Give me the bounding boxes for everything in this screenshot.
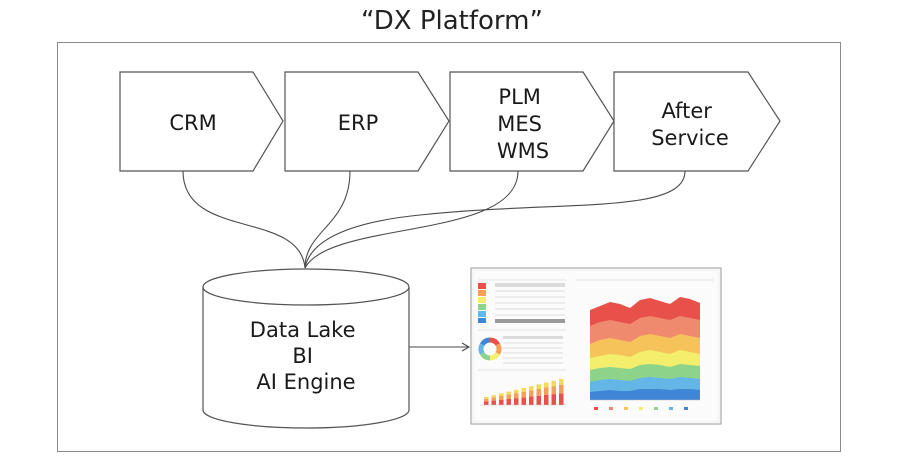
connector-crm bbox=[182, 170, 306, 269]
data-lake-cylinder: Data Lake BI AI Engine bbox=[202, 268, 410, 429]
donut-segment bbox=[478, 343, 485, 355]
bar-segment bbox=[559, 379, 564, 385]
bar-segment bbox=[559, 393, 564, 405]
donut-segment bbox=[480, 351, 491, 361]
bar-segment bbox=[484, 398, 489, 402]
connector-erp bbox=[304, 170, 351, 269]
bar-segment bbox=[484, 401, 489, 405]
diagram-title: “DX Platform” bbox=[361, 6, 543, 36]
process-step-plm-mes-wms: PLM MES WMS bbox=[449, 71, 615, 172]
bar-segment bbox=[491, 397, 496, 401]
process-step-after-service: After Service bbox=[613, 71, 781, 172]
bar-segment bbox=[521, 388, 526, 392]
connector-plm bbox=[304, 170, 519, 269]
platform-frame bbox=[57, 42, 841, 452]
data-lake-label: Data Lake BI AI Engine bbox=[250, 318, 362, 394]
donut-widget bbox=[478, 329, 566, 364]
bar-segment bbox=[536, 384, 541, 389]
legend-swatch bbox=[669, 407, 673, 410]
report-table-widget bbox=[478, 279, 566, 323]
bar-segment bbox=[559, 384, 564, 394]
bar-segment bbox=[499, 395, 504, 400]
bar-segment bbox=[514, 389, 519, 394]
bar-segment bbox=[499, 399, 504, 405]
bar-segment bbox=[499, 393, 504, 396]
connector-after-service bbox=[304, 170, 686, 269]
bar-segment bbox=[536, 388, 541, 396]
process-step-erp: ERP bbox=[284, 71, 450, 172]
legend-swatch bbox=[639, 407, 643, 410]
area-band bbox=[590, 389, 700, 400]
bar-segment bbox=[544, 387, 549, 395]
bar-segment bbox=[529, 396, 534, 405]
bar-segment bbox=[551, 394, 556, 405]
process-step-label: PLM MES WMS bbox=[497, 85, 549, 163]
bar-segment bbox=[514, 393, 519, 399]
bar-segment bbox=[491, 395, 496, 398]
process-step-label: After Service bbox=[651, 99, 729, 150]
bar-segment bbox=[529, 386, 534, 391]
donut-segment bbox=[489, 337, 500, 347]
bar-segment bbox=[551, 380, 556, 387]
bar-segment bbox=[506, 394, 511, 399]
donut-segment bbox=[489, 351, 500, 361]
stacked-area-widget bbox=[575, 279, 714, 410]
legend-swatch bbox=[684, 407, 688, 410]
legend-swatch bbox=[654, 407, 658, 410]
bar-segment bbox=[521, 397, 526, 405]
bar-widget bbox=[478, 369, 566, 406]
output-arrow bbox=[409, 342, 471, 352]
bar-segment bbox=[544, 382, 549, 388]
process-step-label: CRM bbox=[169, 111, 216, 135]
process-step-label: ERP bbox=[338, 111, 379, 135]
connector-curves bbox=[182, 170, 686, 269]
bar-segment bbox=[491, 400, 496, 405]
bar-segment bbox=[521, 391, 526, 398]
bar-segment bbox=[506, 391, 511, 395]
bar-segment bbox=[551, 386, 556, 395]
legend-swatch bbox=[594, 407, 598, 410]
process-step-crm: CRM bbox=[119, 71, 284, 172]
donut-segment bbox=[495, 343, 502, 355]
bar-segment bbox=[529, 390, 534, 397]
bar-segment bbox=[536, 395, 541, 405]
legend-swatch bbox=[609, 407, 613, 410]
bar-segment bbox=[544, 394, 549, 405]
dashboard-thumbnail bbox=[470, 267, 722, 425]
donut-segment bbox=[480, 337, 491, 347]
bar-segment bbox=[506, 398, 511, 405]
bar-segment bbox=[484, 397, 489, 399]
bar-segment bbox=[514, 398, 519, 405]
legend-swatch bbox=[624, 407, 628, 410]
